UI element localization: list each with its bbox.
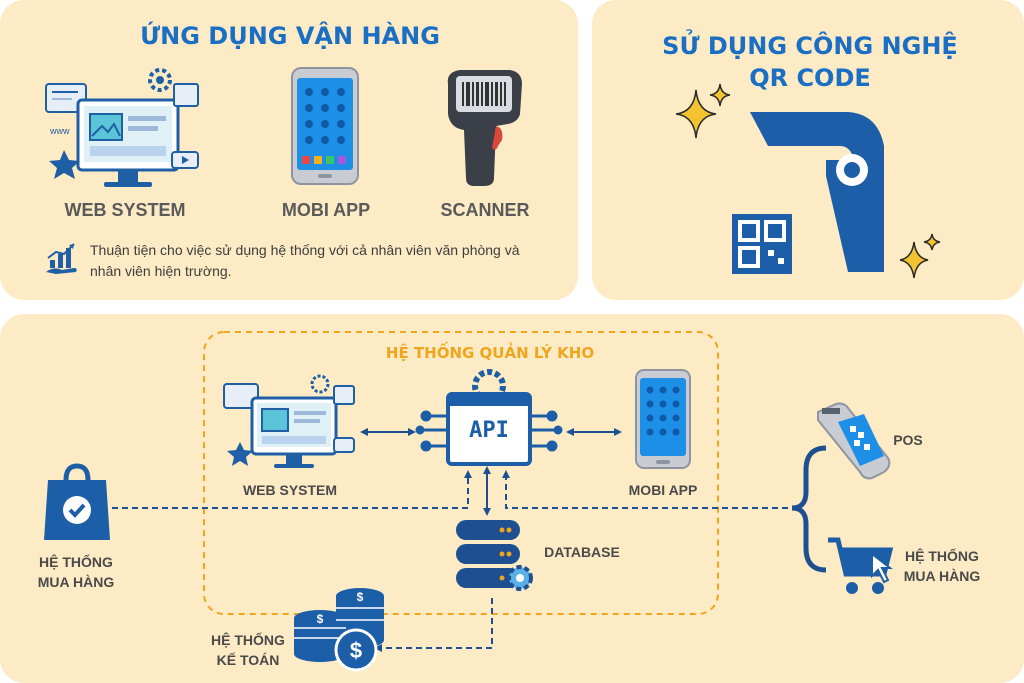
database-icon xyxy=(452,516,538,596)
svg-text:$: $ xyxy=(350,638,362,663)
flow-web-system-label: WEB SYSTEM xyxy=(242,482,338,498)
shopping-bag-icon xyxy=(42,462,112,544)
sparkle-icon xyxy=(672,80,736,144)
left-purchasing-label-2: MUA HÀNG xyxy=(37,574,115,590)
right-purchasing-label-1: HỆ THỐNG xyxy=(905,548,979,564)
pos-label: POS xyxy=(893,432,923,448)
qr-technology-title-line1: SỬ DỤNG CÔNG NGHỆ xyxy=(662,32,958,60)
left-purchasing-label-1: HỆ THỐNG xyxy=(39,554,113,570)
barcode-scanner-icon xyxy=(440,66,530,190)
scanner-label: SCANNER xyxy=(440,200,530,220)
web-system-icon: www xyxy=(42,64,202,194)
web-system-label: WEB SYSTEM xyxy=(64,200,186,220)
api-label: API xyxy=(469,418,509,443)
coin-stack-icon: $ $ $ xyxy=(290,582,386,672)
qr-technology-title-line2: QR CODE xyxy=(749,64,871,92)
operations-apps-title: ỨNG DỤNG VẬN HÀNG xyxy=(140,22,440,50)
right-purchasing-label-2: MUA HÀNG xyxy=(903,568,981,584)
flow-mobi-app-label: MOBI APP xyxy=(628,482,698,498)
flow-web-system-icon xyxy=(222,374,356,474)
svg-text:www: www xyxy=(49,126,70,136)
mobi-app-label: MOBI APP xyxy=(281,200,371,220)
mobile-phone-icon xyxy=(290,66,360,186)
growth-chart-icon xyxy=(44,240,80,276)
qr-technology-panel xyxy=(592,0,1024,300)
flow-mobile-phone-icon xyxy=(634,368,692,470)
database-label: DATABASE xyxy=(544,544,620,560)
operations-note: Thuận tiện cho việc sử dụng hệ thống với… xyxy=(90,242,520,279)
accounting-label-2: KẾ TOÁN xyxy=(216,652,280,668)
svg-text:$: $ xyxy=(317,612,324,626)
sparkle-small-icon xyxy=(896,232,944,280)
svg-text:$: $ xyxy=(357,590,364,604)
api-icon xyxy=(415,368,563,474)
warehouse-system-title: HỆ THỐNG QUẢN LÝ KHO xyxy=(385,344,595,362)
pos-terminal-icon xyxy=(814,400,894,480)
accounting-label-1: HỆ THỐNG xyxy=(211,632,285,648)
qr-scanner-icon xyxy=(728,110,898,280)
shopping-cart-icon xyxy=(826,534,896,600)
